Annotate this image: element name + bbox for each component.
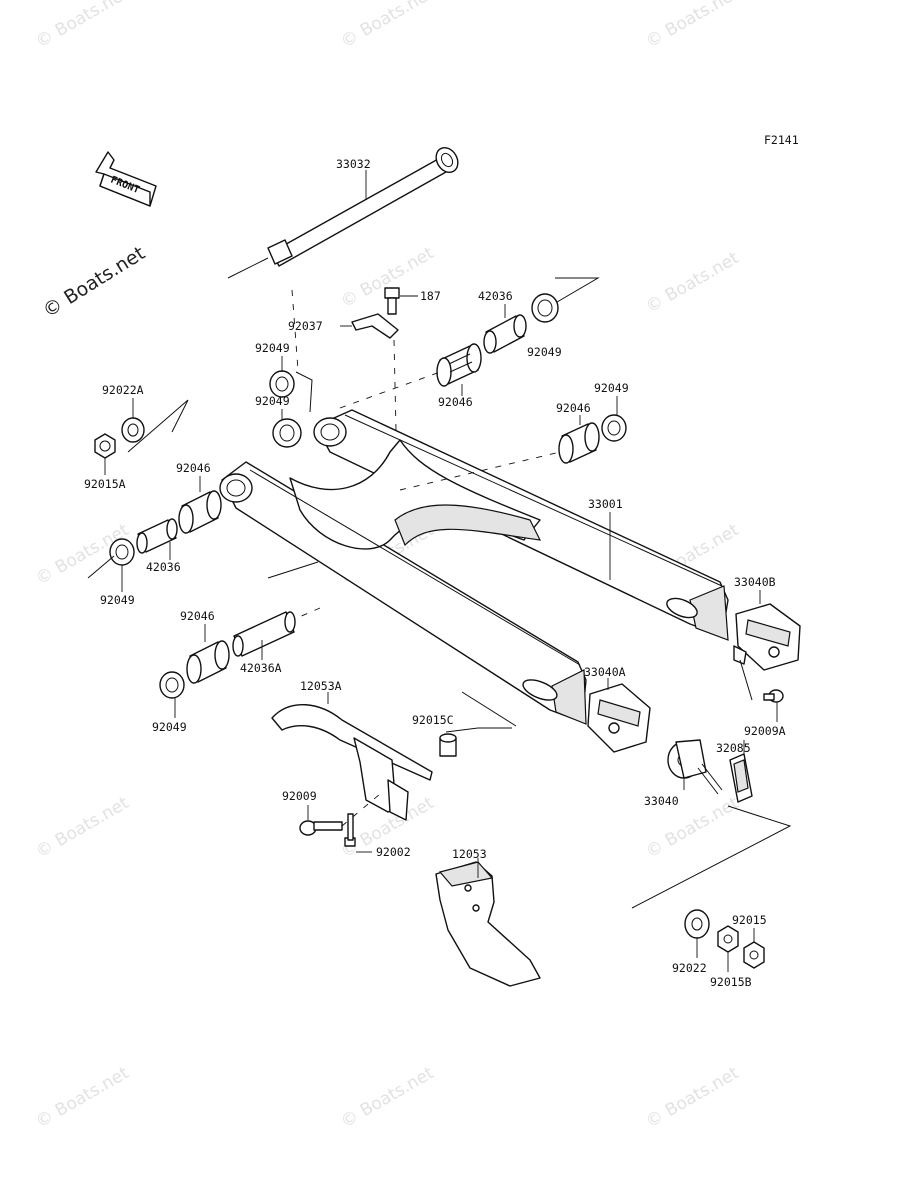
chain-adjuster-33040B[interactable] (733, 603, 801, 671)
nut-92015B[interactable] (717, 925, 739, 953)
watermark: © Boats.net (643, 1063, 743, 1132)
needle-bearing-92046-top[interactable] (436, 343, 482, 387)
seal-92049-top-right[interactable] (531, 293, 559, 323)
label-12053[interactable]: 12053 (452, 847, 487, 861)
front-arrow-icon: FRONT (95, 151, 157, 207)
label-92046-right[interactable]: 92046 (556, 401, 591, 415)
label-187[interactable]: 187 (420, 289, 441, 303)
label-12053A[interactable]: 12053A (300, 679, 342, 693)
diagram-code: F2141 (764, 133, 799, 147)
label-42036-left[interactable]: 42036 (146, 560, 181, 574)
seal-92049-left-low[interactable] (109, 538, 135, 566)
watermark: © Boats.net (33, 793, 133, 862)
label-32085[interactable]: 32085 (716, 741, 751, 755)
needle-bearing-92046-right[interactable] (558, 422, 600, 464)
part-labels: 33032 187 92037 42036 92049 92049 92046 … (84, 157, 786, 989)
bolt-187[interactable] (384, 287, 400, 315)
watermark: © Boats.net (643, 248, 743, 317)
label-92015[interactable]: 92015 (732, 913, 767, 927)
bolt-92009[interactable] (299, 820, 343, 836)
chain-cover-12053[interactable] (435, 861, 541, 987)
watermark: © Boats.net (33, 0, 133, 52)
label-92049-top-right[interactable]: 92049 (527, 345, 562, 359)
label-92049-left-upper[interactable]: 92049 (255, 341, 290, 355)
label-92015B[interactable]: 92015B (710, 975, 752, 989)
seal-92049-right[interactable] (601, 414, 627, 442)
label-92002[interactable]: 92002 (376, 845, 411, 859)
swingarm-33001[interactable] (219, 409, 729, 725)
label-33040A[interactable]: 33040A (584, 665, 626, 679)
watermark: © Boats.net (338, 0, 438, 52)
washer-92022A[interactable] (121, 417, 145, 443)
label-42036-top[interactable]: 42036 (478, 289, 513, 303)
chain-adjuster-33040[interactable] (667, 739, 723, 795)
label-92049-right[interactable]: 92049 (594, 381, 629, 395)
label-92049-left-mid[interactable]: 92049 (255, 394, 290, 408)
nut-92015A[interactable] (94, 433, 116, 459)
label-92009[interactable]: 92009 (282, 789, 317, 803)
needle-bearing-92046-low[interactable] (186, 640, 230, 684)
label-92022A[interactable]: 92022A (102, 383, 144, 397)
label-33040B[interactable]: 33040B (734, 575, 776, 589)
collar-42036A[interactable] (232, 611, 296, 657)
seal-92049-left-mid[interactable] (272, 418, 302, 448)
label-92015C[interactable]: 92015C (412, 713, 454, 727)
chain-adjuster-33040A[interactable] (587, 683, 651, 753)
watermark: © Boats.net (643, 0, 743, 52)
collar-42036-left[interactable] (136, 518, 178, 554)
block-32085[interactable] (729, 753, 753, 803)
pivot-shaft[interactable] (267, 144, 462, 267)
label-92049-bottom[interactable]: 92049 (152, 720, 187, 734)
label-92022[interactable]: 92022 (672, 961, 707, 975)
label-33001[interactable]: 33001 (588, 497, 623, 511)
collar-42036-top[interactable] (483, 314, 527, 354)
collar-92015C[interactable] (439, 733, 457, 757)
watermark: © Boats.net (33, 1063, 133, 1132)
washer-92022[interactable] (684, 909, 710, 939)
label-92037[interactable]: 92037 (288, 319, 323, 333)
label-92015A[interactable]: 92015A (84, 477, 126, 491)
clip-92037[interactable] (351, 313, 399, 339)
watermark: © Boats.net (338, 1063, 438, 1132)
screw-92002[interactable] (344, 813, 356, 847)
label-33040[interactable]: 33040 (644, 794, 679, 808)
seal-92049-bottom[interactable] (159, 671, 185, 699)
label-92049-left-low[interactable]: 92049 (100, 593, 135, 607)
label-42036A[interactable]: 42036A (240, 661, 282, 675)
bolt-92009A[interactable] (763, 689, 784, 703)
chain-guide-12053A[interactable] (271, 704, 433, 821)
label-33032[interactable]: 33032 (336, 157, 371, 171)
label-92046-low[interactable]: 92046 (180, 609, 215, 623)
nut-92015[interactable] (743, 941, 765, 969)
needle-bearing-92046-left[interactable] (178, 490, 222, 534)
label-92009A[interactable]: 92009A (744, 724, 786, 738)
label-92046-left[interactable]: 92046 (176, 461, 211, 475)
label-92046-top[interactable]: 92046 (438, 395, 473, 409)
watermark-main: © Boats.net (39, 242, 149, 322)
